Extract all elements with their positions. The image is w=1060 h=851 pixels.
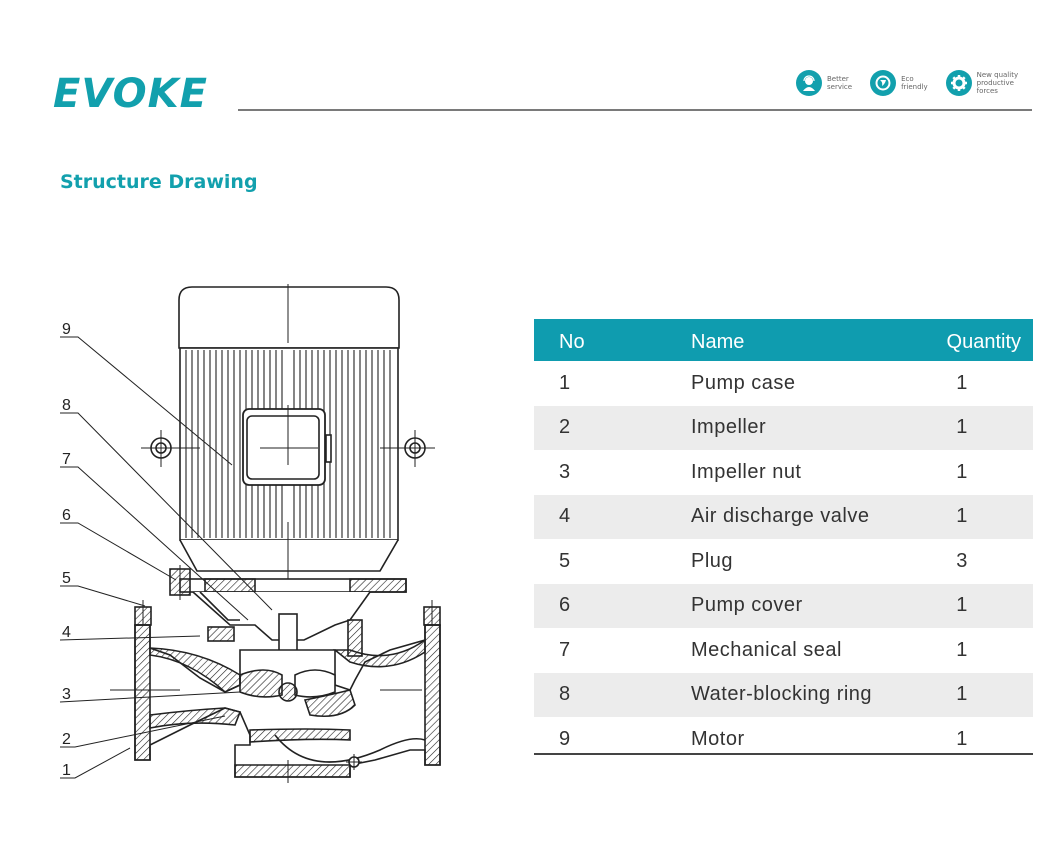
- badge-text-line: forces: [976, 87, 998, 95]
- cell-name: Impeller: [691, 405, 891, 450]
- table-row: 6 Pump cover 1: [534, 583, 1033, 628]
- cell-name: Pump case: [691, 371, 796, 394]
- table-row: 2 Impeller 1: [534, 405, 1033, 450]
- callout-6: 6: [62, 507, 71, 524]
- cell-no: 8: [534, 672, 691, 717]
- badge-better-service: Better service: [796, 70, 852, 96]
- table-header-row: No Name Quantity: [534, 319, 1033, 361]
- cell-no: 3: [559, 460, 571, 483]
- cell-name: Mechanical seal: [691, 638, 842, 661]
- cell-no: 2: [534, 405, 691, 450]
- impeller: [239, 669, 283, 698]
- table-row: 1 Pump case 1: [534, 361, 1033, 406]
- cell-no: 1: [559, 371, 571, 394]
- badge-text-line: Eco: [901, 75, 914, 83]
- table-row: 5 Plug 3: [534, 539, 1033, 584]
- cell-name: Motor: [691, 727, 745, 750]
- cell-no: 5: [559, 549, 571, 572]
- badge-text-line: service: [827, 83, 853, 91]
- header-quantity: Quantity: [891, 319, 1033, 361]
- motor-fins: [185, 350, 391, 538]
- section-title: Structure Drawing: [60, 171, 258, 193]
- cell-quantity: 1: [956, 460, 968, 483]
- cell-quantity: 1: [891, 583, 1033, 628]
- cell-name: Water-blocking ring: [691, 672, 891, 717]
- callout-5: 5: [62, 570, 71, 587]
- cell-quantity: 1: [956, 638, 968, 661]
- table-row: 4 Air discharge valve 1: [534, 494, 1033, 539]
- callout-7: 7: [62, 451, 71, 468]
- badge-new-quality: New quality productive forces: [945, 70, 1019, 96]
- badge-text-line: New quality: [976, 71, 1019, 79]
- cell-no: 4: [534, 494, 691, 539]
- callout-labels: 9 8 7 6 5 4 3 2 1: [62, 321, 71, 779]
- callout-4: 4: [62, 624, 71, 641]
- cell-quantity: 1: [891, 405, 1033, 450]
- cell-quantity: 3: [956, 549, 968, 572]
- table-row: 8 Water-blocking ring 1: [534, 672, 1033, 717]
- header-divider: [238, 109, 1032, 111]
- pump-structure-drawing: 9 8 7 6 5 4 3 2 1: [59, 284, 441, 783]
- callout-2: 2: [62, 731, 71, 748]
- callout-1: 1: [62, 762, 71, 779]
- callout-9: 9: [62, 321, 71, 338]
- callout-3: 3: [62, 686, 71, 703]
- cell-no: 7: [559, 638, 571, 661]
- cell-name: Air discharge valve: [691, 494, 891, 539]
- cell-quantity: 1: [956, 727, 968, 750]
- callout-8: 8: [62, 397, 71, 414]
- table-row: 7 Mechanical seal 1: [534, 628, 1033, 673]
- headset-agent-icon: [796, 70, 822, 96]
- header-no: No: [534, 319, 691, 361]
- brand-logo: EVOKE: [53, 71, 208, 117]
- feature-badges: Better service Eco friendly New quality …: [796, 70, 1018, 96]
- cell-no: 9: [559, 727, 571, 750]
- cell-name: Plug: [691, 549, 734, 572]
- cell-no: 6: [534, 583, 691, 628]
- cell-quantity: 1: [891, 494, 1033, 539]
- cell-name: Pump cover: [691, 583, 891, 628]
- badge-eco-friendly: Eco friendly: [870, 70, 928, 96]
- cell-quantity: 1: [891, 672, 1033, 717]
- globe-leaf-icon: [870, 70, 897, 96]
- table-bottom-rule: [534, 753, 1033, 755]
- badge-text-line: Better: [827, 75, 849, 83]
- cell-quantity: 1: [956, 371, 968, 394]
- header-name: Name: [691, 319, 891, 361]
- parts-table: No Name Quantity 1 Pump case 1 2 Impelle…: [534, 319, 1033, 762]
- motor-fan-cover: [178, 286, 400, 349]
- cell-name: Impeller nut: [691, 460, 802, 483]
- badge-text-line: productive: [976, 79, 1014, 87]
- gear-icon: [945, 70, 972, 96]
- badge-text-line: friendly: [901, 83, 928, 91]
- table-row: 9 Motor 1: [534, 717, 1033, 762]
- table-row: 3 Impeller nut 1: [534, 450, 1033, 495]
